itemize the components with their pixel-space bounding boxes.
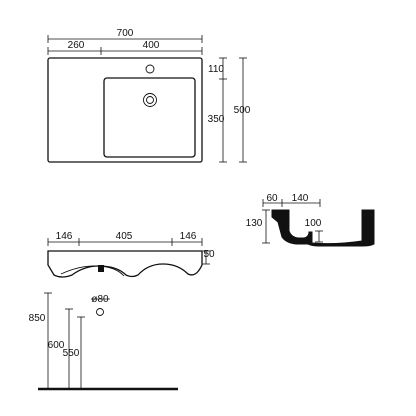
dim-overall-depth: 500 [234,105,251,116]
dim-basin-depth: 350 [208,114,225,125]
dim-center-span: 405 [116,231,133,242]
section-inner-wall [284,213,304,242]
dim-waste-height-a: 600 [48,340,65,351]
dim-tap-offset: 110 [208,64,224,75]
dim-section-height: 130 [246,218,263,229]
dim-waste-diameter: ø80 [91,294,109,305]
dim-rim-to-basin: 140 [292,193,309,204]
drain-inner [146,96,154,104]
dim-left-support: 146 [56,231,73,242]
top-view: 700 260 400 110 350 500 [47,28,251,163]
dim-thickness: 50 [203,249,215,260]
dim-basin-drop: 100 [305,218,322,229]
dim-install-height: 850 [29,313,46,324]
top-dimensions: 700 260 400 110 350 500 [47,28,251,163]
tap-hole [145,64,155,74]
section-dimensions: 60 140 130 100 [246,193,323,244]
dim-left-deck: 260 [68,40,85,51]
basin-bowl-outline [103,77,196,158]
overflow-slot [98,265,104,272]
dim-basin-width: 400 [143,40,160,51]
dim-overall-width: 700 [117,28,134,39]
drain-outer [143,93,157,107]
section-profile [271,209,375,247]
front-dimensions: 146 405 146 50 ø80 850 600 550 [29,231,215,389]
dim-rim-front: 60 [266,193,278,204]
dim-waste-height-b: 550 [63,348,80,359]
waste-outlet [96,308,104,316]
front-profile [47,250,203,278]
front-view: 146 405 146 50 ø80 850 600 550 [29,231,215,391]
dim-right-support: 146 [180,231,197,242]
section-view: 60 140 130 100 [246,193,375,247]
